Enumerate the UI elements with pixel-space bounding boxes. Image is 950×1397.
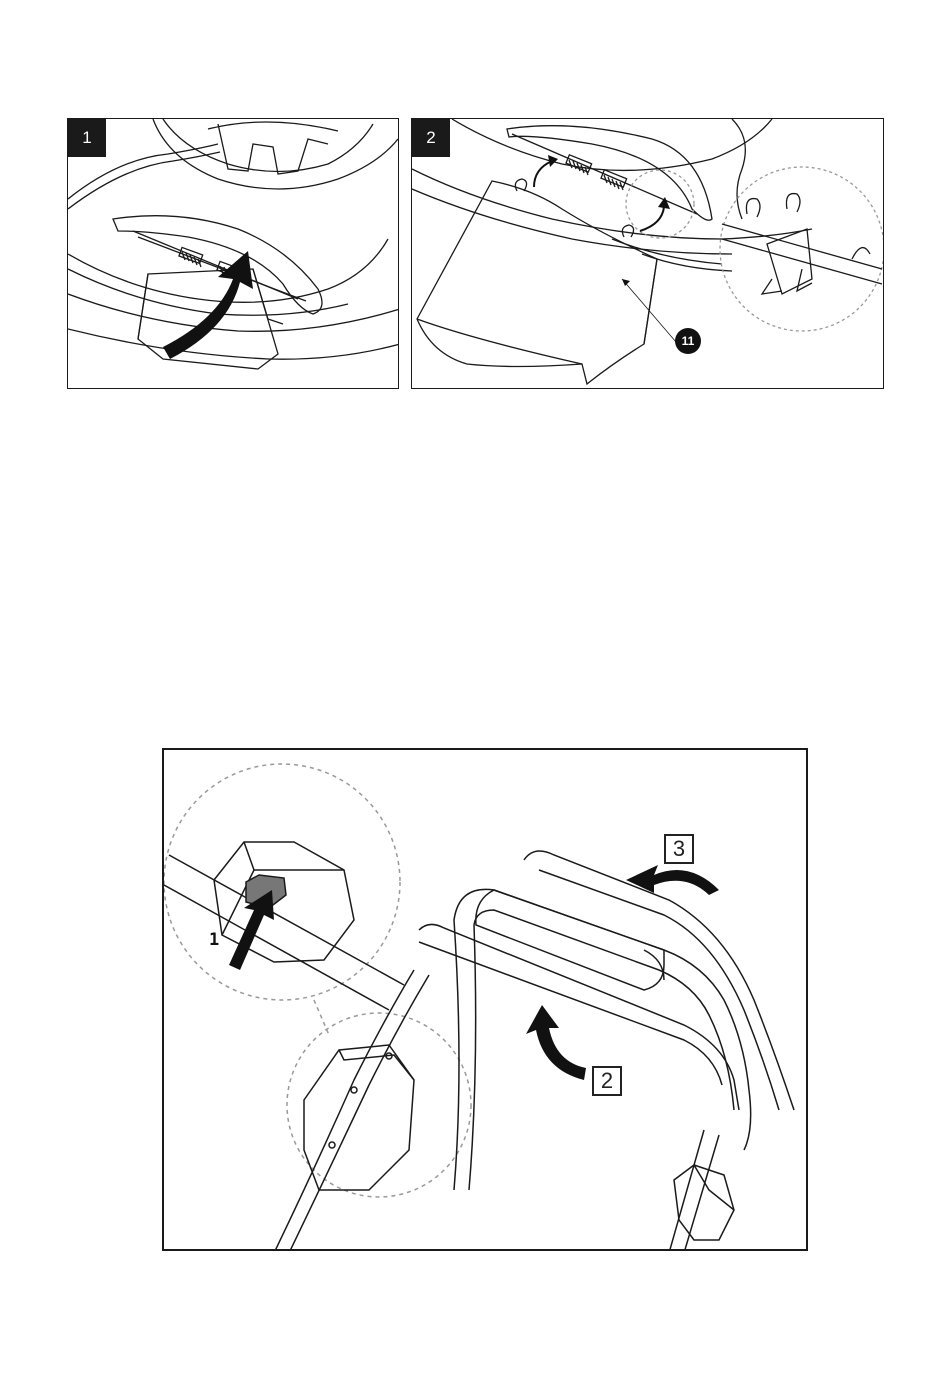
part-callout-11: 11 xyxy=(675,328,701,354)
handle-fold-illustration xyxy=(164,750,808,1251)
figure-step-1: 1 xyxy=(67,118,399,389)
step-label-fold-upper: 3 xyxy=(664,834,694,864)
grass-bag-attach-illustration xyxy=(412,119,884,389)
step-badge: 1 xyxy=(68,119,106,157)
figure-handle-fold: 1 2 3 xyxy=(162,748,808,1251)
step-label-fold-lower: 2 xyxy=(592,1066,622,1096)
step-badge: 2 xyxy=(412,119,450,157)
mower-rear-flap-illustration xyxy=(68,119,399,389)
step-label-press: 1 xyxy=(209,930,219,950)
figure-step-2: 2 xyxy=(411,118,884,389)
